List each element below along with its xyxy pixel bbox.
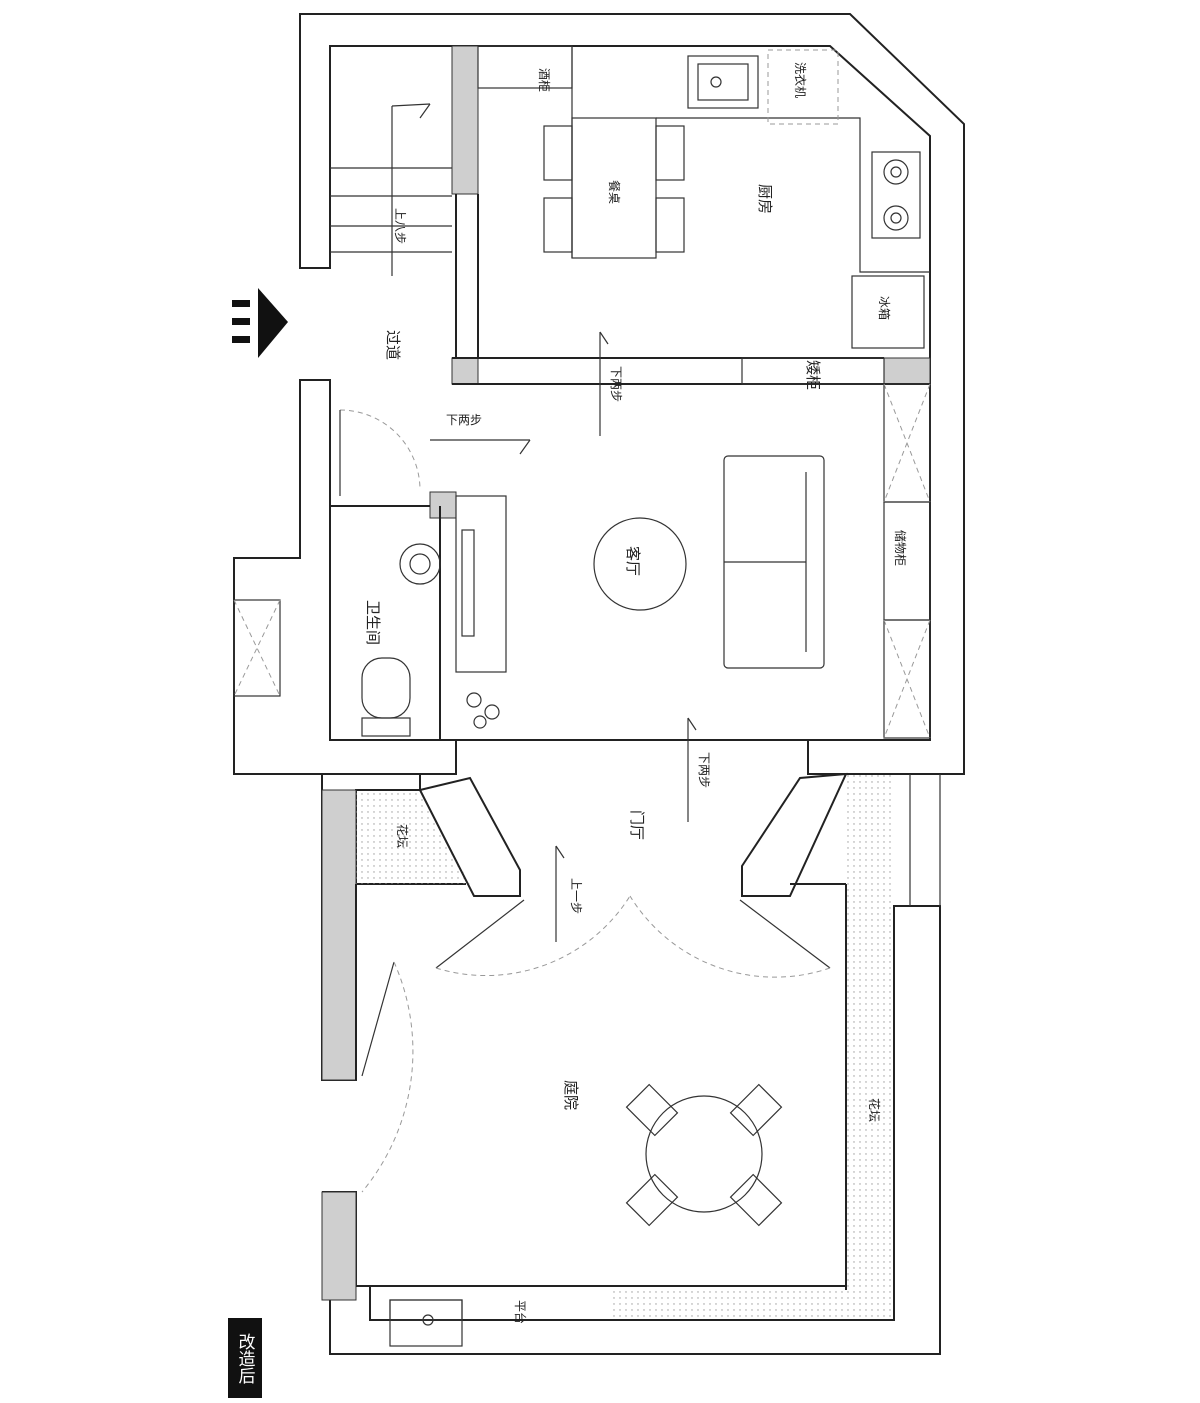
- flower-bed-right-label: 花坛: [867, 1098, 882, 1122]
- after-renovation-badge: 改造后: [228, 1318, 262, 1398]
- stove-icon: [871, 151, 921, 239]
- platform-label: 平台: [513, 1300, 528, 1324]
- dining-table-label: 餐桌: [607, 180, 622, 204]
- courtyard-label: 庭院: [562, 1080, 580, 1110]
- flower-bed-right: [612, 774, 894, 1320]
- staircase: [330, 103, 452, 276]
- kitchen: 洗衣机 厨房 冰箱: [656, 49, 930, 349]
- flower-bed-left-label: 花坛: [395, 824, 410, 848]
- sink-drain-icon: [710, 76, 722, 88]
- platform: 平台: [389, 1299, 528, 1347]
- washing-machine-label: 洗衣机: [793, 62, 808, 98]
- storage-cabinet-label: 储物柜: [893, 530, 908, 566]
- bathroom-label: 卫生间: [364, 600, 382, 645]
- wine-cabinet-label: 酒柜: [537, 68, 551, 92]
- foyer: 门厅 上一步: [418, 772, 848, 942]
- step-corridor-label: 下两步: [446, 413, 482, 427]
- step-up-eight-label: 上八步: [393, 208, 407, 244]
- courtyard-doors: [361, 895, 831, 1193]
- shoe-cabinet-label: 矮柜: [804, 360, 822, 390]
- step-living-label: 下两步: [697, 752, 711, 788]
- kitchen-steps: 下两步: [599, 331, 623, 436]
- living-room: 客厅 下两步: [455, 455, 825, 822]
- corridor: 过道 上八步 下两步: [384, 208, 531, 455]
- tap-icon: [422, 1314, 434, 1326]
- kitchen-label: 厨房: [756, 184, 774, 214]
- wine-cabinet: 酒柜: [477, 45, 573, 92]
- shoe-cabinet: 矮柜: [741, 357, 885, 390]
- foyer-label: 门厅: [628, 810, 646, 840]
- flower-bed-left: [356, 790, 470, 884]
- living-room-label: 客厅: [624, 546, 642, 576]
- step-up-one-label: 上一步: [569, 878, 583, 914]
- fridge-label: 冰箱: [877, 296, 892, 320]
- dining-table: 餐桌: [543, 46, 685, 259]
- entrance-arrow-icon: [232, 288, 288, 358]
- step-kitchen-label: 下两步: [609, 366, 623, 402]
- courtyard: 庭院: [562, 1080, 783, 1227]
- plant-icon: [466, 692, 500, 729]
- storage-cabinet: 储物柜: [883, 383, 931, 739]
- corridor-label: 过道: [384, 330, 402, 360]
- bathroom: 卫生间: [233, 409, 441, 737]
- outer-walls: [233, 13, 965, 775]
